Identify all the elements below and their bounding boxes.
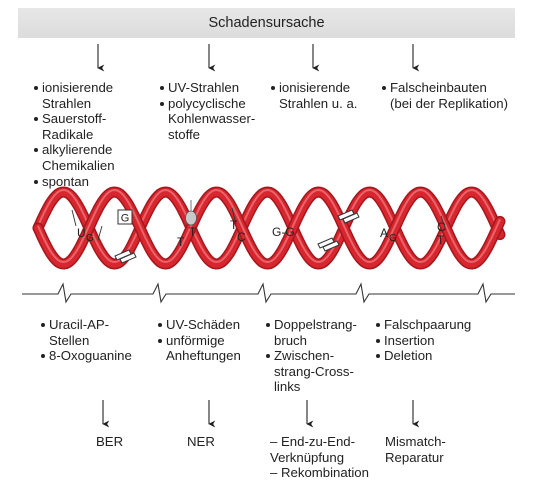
damage-item-line: UV-Schäden bbox=[158, 317, 241, 333]
cause-item-line: (bei der Replikation) bbox=[390, 95, 509, 111]
base-t-4: T bbox=[437, 233, 445, 247]
damage-item-line: Anheftungen bbox=[166, 348, 241, 364]
damage-item-line: Falschpaarung bbox=[376, 317, 471, 333]
dna-axis-line bbox=[22, 282, 515, 304]
damage-markers: G bbox=[71, 200, 447, 264]
strand-break-marker bbox=[114, 209, 360, 264]
dna-strand-front-highlight bbox=[37, 188, 501, 264]
damage-item-line: Uracil-AP- bbox=[41, 317, 132, 333]
damage-item-line: bruch bbox=[274, 332, 307, 348]
cause-item-line: Strahlen bbox=[42, 95, 92, 111]
repair-line: – End-zu-End- bbox=[270, 434, 356, 449]
damage-item-line: Insertion bbox=[376, 333, 471, 349]
base-u: U bbox=[77, 226, 86, 240]
repair-line: BER bbox=[96, 434, 124, 449]
cause-item-line: spontan bbox=[34, 174, 115, 190]
cause-item-line: Sauerstoff- bbox=[34, 111, 115, 127]
repair-mismatch: Mismatch-Reparatur bbox=[385, 434, 446, 465]
base-g: G bbox=[86, 233, 94, 244]
damage-item-line: links bbox=[274, 379, 301, 395]
repair-line: – Rekombination bbox=[270, 465, 369, 481]
damage-item-line: 8-Oxoguanine bbox=[41, 348, 132, 364]
dna-strand-back-highlight bbox=[37, 188, 501, 264]
header-title: Schadensursache bbox=[208, 15, 325, 31]
boxed-base-marker bbox=[117, 209, 133, 225]
damage-item-line: Doppelstrang- bbox=[266, 317, 357, 333]
bottom-arrows bbox=[102, 400, 420, 428]
cause-item-line: Falscheinbauten bbox=[382, 80, 508, 96]
base-a: A bbox=[380, 226, 388, 240]
header-band: Schadensursache bbox=[18, 8, 515, 38]
base-t-2: T bbox=[189, 225, 197, 239]
base-c-1: C bbox=[237, 230, 246, 244]
dna-strand-front bbox=[34, 187, 504, 269]
top-arrows bbox=[97, 44, 420, 72]
cause-item-line: Chemikalien bbox=[42, 157, 115, 173]
cause-item-list: Falscheinbauten(bei der Replikation) bbox=[382, 80, 508, 111]
cause-item-line: alkylierende bbox=[34, 142, 115, 158]
repair-line: Mismatch- bbox=[385, 434, 446, 449]
damage-item-line: unförmige bbox=[158, 333, 241, 349]
cause-item-line: ionisierende bbox=[271, 80, 357, 96]
cause-item-line: Kohlenwasser- bbox=[168, 111, 256, 127]
dna-strand-back bbox=[34, 187, 504, 269]
adduct-blob-icon bbox=[185, 210, 197, 226]
dna-double-helix bbox=[32, 186, 506, 270]
cause-column-4: Falscheinbauten(bei der Replikation) bbox=[382, 80, 508, 111]
base-g-2: G bbox=[389, 233, 397, 244]
boxed-base-label: G bbox=[121, 213, 130, 225]
repair-line: Reparatur bbox=[385, 449, 444, 465]
base-labels: U G T T T C G-G A G C T bbox=[77, 218, 446, 249]
base-t-3: T bbox=[230, 218, 238, 232]
cause-item-line: ionisierende bbox=[34, 80, 115, 96]
cause-item-line: UV-Strahlen bbox=[160, 80, 255, 96]
repair-line: Verknüpfung bbox=[270, 449, 345, 465]
repair-ner: NER bbox=[187, 434, 215, 450]
damage-item-line: strang-Cross- bbox=[274, 363, 354, 379]
cause-item-line: Radikale bbox=[42, 126, 94, 142]
repair-line: NER bbox=[187, 434, 215, 449]
cause-item-line: stoffe bbox=[168, 126, 201, 142]
damage-item-line: Deletion bbox=[376, 348, 471, 364]
base-t-1: T bbox=[177, 235, 185, 249]
cause-item-line: Strahlen u. a. bbox=[279, 95, 358, 111]
base-c-2: C bbox=[437, 220, 446, 234]
damage-item-line: Stellen bbox=[49, 332, 90, 348]
damage-item-line: Zwischen- bbox=[266, 348, 357, 364]
cause-item-line: polycyclische bbox=[160, 96, 255, 112]
repair-ber: BER bbox=[96, 434, 123, 450]
base-gg: G-G bbox=[272, 225, 295, 239]
repair-end-joining: – End-zu-End-Verknüpfung– Rekombination bbox=[270, 434, 369, 481]
